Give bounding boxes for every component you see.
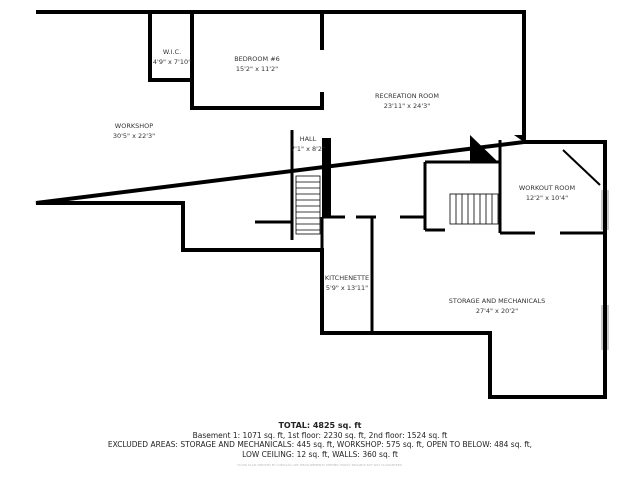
- windows: [601, 190, 609, 350]
- staircase-2: [449, 193, 499, 225]
- total-area: TOTAL: 4825 sq. ft: [278, 421, 362, 430]
- room-dims: 4'9" x 7'10": [152, 58, 192, 66]
- staircase: [295, 175, 321, 235]
- low-ceiling-area: [470, 135, 498, 162]
- room-name: WORKSHOP: [114, 122, 154, 130]
- room-workout: WORKOUT ROOM 12'2" x 10'4": [519, 183, 575, 203]
- room-dims: 23'11" x 24'3": [383, 102, 431, 110]
- room-name: BEDROOM #6: [234, 55, 280, 63]
- room-recreation: RECREATION ROOM 23'11" x 24'3": [375, 91, 439, 111]
- wic-wall: [148, 12, 192, 82]
- room-kitchenette: KITCHENETTE 5'9" x 13'11": [325, 273, 369, 293]
- outer-wall: [35, 10, 607, 399]
- bedroom-wall: [190, 12, 324, 110]
- room-dims: 7'1" x 8'2": [290, 145, 326, 153]
- room-dims: 30'5" x 22'3": [112, 132, 156, 140]
- room-name: W.I.C.: [162, 48, 182, 56]
- workout-angle-wall: [562, 149, 601, 186]
- corner-mark: [514, 135, 524, 142]
- room-workshop: WORKSHOP 30'5" x 22'3": [113, 121, 155, 141]
- room-dims: 15'2" x 11'2": [235, 65, 279, 73]
- room-name: KITCHENETTE: [324, 274, 370, 282]
- room-storage-mechanicals: STORAGE AND MECHANICALS 27'4" x 20'2": [449, 296, 546, 316]
- room-bedroom-6: BEDROOM #6 15'2" x 11'2": [234, 54, 280, 74]
- room-wic: W.I.C. 4'9" x 7'10": [153, 47, 191, 67]
- credit-text: FLOOR PLAN CREATED BY CUBICASA APP. MEAS…: [237, 463, 403, 467]
- room-name: HALL: [299, 135, 317, 143]
- excluded-areas-line-1: EXCLUDED AREAS: STORAGE AND MECHANICALS:…: [107, 440, 533, 449]
- room-dims: 27'4" x 20'2": [475, 307, 519, 315]
- chimney-column: [322, 138, 331, 216]
- hall-wall: [255, 130, 294, 240]
- room-dims: 5'9" x 13'11": [325, 284, 369, 292]
- walls: [35, 10, 607, 399]
- room-name: RECREATION ROOM: [374, 92, 440, 100]
- stair-enclosure-wall: [423, 140, 605, 235]
- room-hall: HALL 7'1" x 8'2": [291, 134, 325, 154]
- floor-areas: Basement 1: 1071 sq. ft, 1st floor: 2230…: [192, 430, 448, 440]
- kitchenette-wall: [320, 217, 374, 333]
- room-name: STORAGE AND MECHANICALS: [448, 297, 546, 305]
- excluded-areas-line-2: LOW CEILING: 12 sq. ft, WALLS: 360 sq. f…: [242, 449, 398, 459]
- area-summary: TOTAL: 4825 sq. ft Basement 1: 1071 sq. …: [0, 421, 640, 459]
- room-dims: 12'2" x 10'4": [525, 194, 569, 202]
- room-name: WORKOUT ROOM: [518, 184, 576, 192]
